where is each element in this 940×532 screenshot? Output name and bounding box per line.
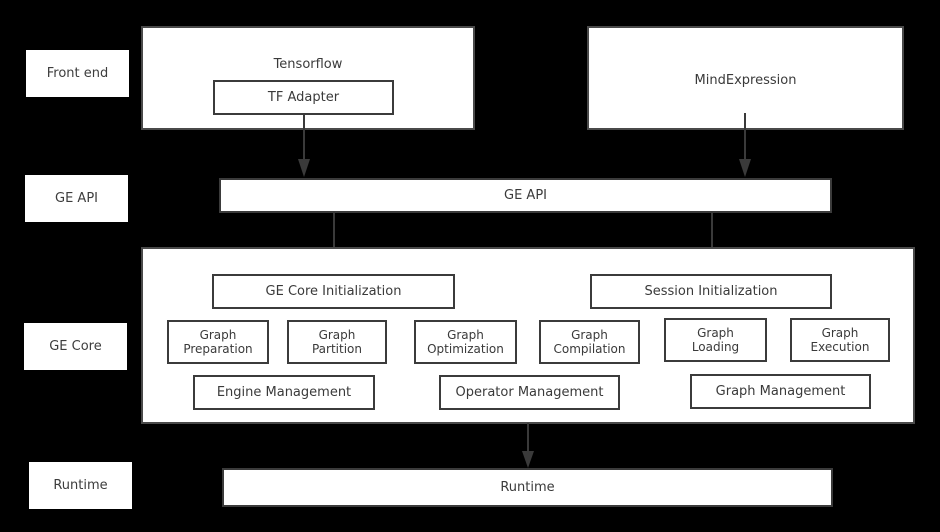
module-graph-optimization-label: Graph Optimization bbox=[427, 327, 504, 356]
ge-core-initialization-box: GE Core Initialization bbox=[212, 274, 455, 309]
tier-label-ge-api-text: GE API bbox=[55, 190, 98, 206]
tf-adapter-label: TF Adapter bbox=[267, 89, 340, 105]
module-graph-partition-label: Graph Partition bbox=[311, 327, 362, 356]
module-graph-optimization: Graph Optimization bbox=[414, 320, 517, 364]
tier-label-front-end-text: Front end bbox=[46, 65, 109, 81]
module-graph-compilation: Graph Compilation bbox=[539, 320, 640, 364]
mindexpression-container: MindExpression bbox=[587, 26, 904, 130]
ge-api-bar: GE API bbox=[219, 178, 832, 213]
tier-label-ge-core: GE Core bbox=[24, 323, 127, 370]
module-graph-loading-label: Graph Loading bbox=[691, 325, 740, 354]
manager-graph-management-label: Graph Management bbox=[715, 383, 846, 399]
ge-api-bar-label: GE API bbox=[504, 187, 547, 203]
module-graph-execution-label: Graph Execution bbox=[810, 325, 870, 354]
session-initialization-label: Session Initialization bbox=[644, 283, 778, 299]
manager-engine-management-label: Engine Management bbox=[216, 384, 352, 400]
manager-graph-management: Graph Management bbox=[690, 374, 871, 409]
session-initialization-box: Session Initialization bbox=[590, 274, 832, 309]
ge-core-initialization-label: GE Core Initialization bbox=[265, 283, 402, 299]
manager-operator-management-label: Operator Management bbox=[455, 384, 604, 400]
tier-label-ge-core-text: GE Core bbox=[49, 338, 102, 354]
tf-adapter-box: TF Adapter bbox=[213, 80, 394, 115]
manager-engine-management: Engine Management bbox=[193, 375, 375, 410]
tier-label-ge-api: GE API bbox=[25, 175, 128, 222]
module-graph-compilation-label: Graph Compilation bbox=[553, 327, 626, 356]
module-graph-partition: Graph Partition bbox=[287, 320, 387, 364]
tier-label-front-end: Front end bbox=[26, 50, 129, 97]
mindexpression-label: MindExpression bbox=[694, 73, 797, 88]
tier-label-runtime: Runtime bbox=[29, 462, 132, 509]
manager-operator-management: Operator Management bbox=[439, 375, 620, 410]
tensorflow-label: Tensorflow bbox=[273, 57, 343, 72]
module-graph-preparation: Graph Preparation bbox=[167, 320, 269, 364]
module-graph-execution: Graph Execution bbox=[790, 318, 890, 362]
runtime-bar: Runtime bbox=[222, 468, 833, 507]
arrow-ge-core-to-runtime bbox=[518, 423, 538, 470]
tier-label-runtime-text: Runtime bbox=[53, 477, 108, 493]
module-graph-loading: Graph Loading bbox=[664, 318, 767, 362]
module-graph-preparation-label: Graph Preparation bbox=[183, 327, 253, 356]
runtime-bar-label: Runtime bbox=[500, 479, 555, 495]
